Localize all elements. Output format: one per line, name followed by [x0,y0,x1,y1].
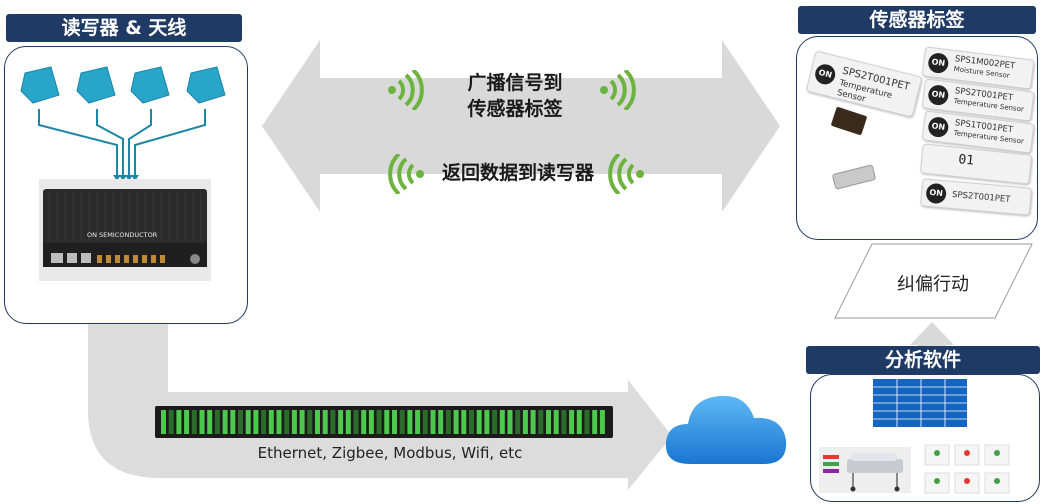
on-logo-icon: ON [927,51,950,75]
signal-segment [261,410,267,434]
signal-icon [388,70,424,110]
signal-segment [214,410,220,434]
signal-segment [245,410,251,434]
broadcast-line1: 广播信号到 [467,72,563,94]
signal-segment [430,410,436,434]
signal-segment [445,410,451,434]
signal-segment [191,410,197,434]
analysis-title: 分析软件 [806,346,1040,374]
hospital-bed-image [819,447,911,493]
signal-segment [399,410,405,434]
signal-segment [368,410,374,434]
signal-segment [553,410,559,434]
reader-device [43,189,207,267]
signal-segment [299,410,305,434]
signal-segment [207,410,213,434]
signal-segment [584,410,590,434]
signal-segment [599,410,605,434]
up-arrow [910,322,954,352]
signal-segment [361,410,367,434]
signal-segment [238,410,243,434]
signal-segment [338,410,344,434]
signal-segment [276,410,282,434]
signal-segment [515,410,521,434]
signal-segment [384,410,390,434]
signal-segment [546,410,551,434]
sensor-tag-card: ON SPS2T001PET Temperature Sensor [805,50,923,118]
signal-segment [530,410,536,434]
tag-model: SPS2T001PET [951,189,1011,205]
antenna-icon [20,66,226,104]
sensor-tags-title: 传感器标签 [798,6,1036,34]
tag-counter: 01 [957,152,975,169]
signal-segment [392,410,397,434]
signal-segment [284,410,290,434]
signal-segment [184,410,190,434]
signal-segment [253,410,259,434]
signal-segment [492,410,498,434]
signal-segment [469,410,474,434]
broadcast-text: 广播信号到 传感器标签 [440,70,590,122]
signal-segment [476,410,482,434]
signal-segment [345,410,351,434]
signal-segment [315,410,320,434]
signal-segment [268,410,274,434]
on-logo-icon: ON [925,182,947,205]
signal-segment [330,410,336,434]
on-logo-icon: ON [927,115,950,139]
signal-segment [222,410,228,434]
sensor-tag-card: ON SPS2T001PET [919,178,1033,216]
signal-segment [199,410,205,434]
signal-segment [561,410,567,434]
status-tiles [924,444,1010,494]
signal-segment [438,410,444,434]
signal-icon [388,154,424,194]
reader-title: 读写器 & 天线 [6,14,242,42]
analysis-panel [810,374,1040,502]
signal-segment [407,410,413,434]
signal-segment [353,410,359,434]
signal-segment [161,410,166,434]
signal-segment [376,410,382,434]
cloud-icon [665,395,787,464]
on-logo-icon: ON [813,62,838,87]
network-protocols: Ethernet, Zigbee, Modbus, Wifi, etc [257,444,523,462]
signal-segment [453,410,459,434]
reader-panel: ON SEMICONDUCTOR [4,46,248,324]
signal-segment [461,410,467,434]
return-data-text: 返回数据到读写器 [441,162,594,184]
signal-segment [168,410,174,434]
metal-sensor [831,164,877,190]
signal-segment [291,410,297,434]
signal-icon [608,154,644,194]
signal-segment [576,410,582,434]
on-logo-icon: ON [927,83,950,107]
signal-segment [322,410,328,434]
signal-segment [538,410,544,434]
signal-segment [592,410,598,434]
broadcast-line2: 传感器标签 [467,98,563,120]
signal-segment [415,410,421,434]
double-arrow [262,40,780,212]
signal-segment [499,410,505,434]
sensor-chip [830,106,868,136]
signal-segment [569,410,575,434]
signal-segment [307,410,313,434]
signal-icon [600,70,636,110]
device-brand: ON SEMICONDUCTOR [87,231,158,239]
signal-segment [422,410,428,434]
corrective-action-shape [834,243,1033,319]
signal-segment [176,410,182,434]
dashboard-illustration [819,379,1010,494]
corrective-action-label: 纠偏行动 [897,274,969,295]
signal-segment [484,410,490,434]
sensor-tags-panel: ON SPS2T001PET Temperature Sensor ON SPS… [796,36,1038,240]
signal-segment [230,410,236,434]
signal-segment [507,410,513,434]
network-signal-bar [155,406,613,438]
reader-illustration [20,66,226,281]
signal-segment [522,410,528,434]
dashboard-table [873,379,967,427]
